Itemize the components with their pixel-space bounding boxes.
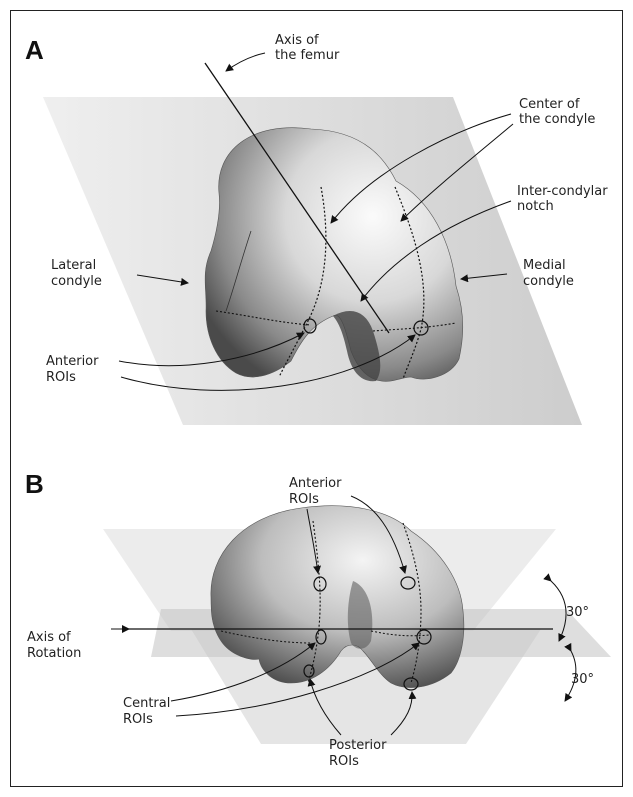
label-anterior-rois-b: Anterior ROIs <box>289 476 346 507</box>
label-intercondylar-notch: Inter-condylar notch <box>517 184 612 214</box>
label-axis-femur: Axis of the femur <box>275 33 340 63</box>
panel-a-letter: A <box>25 35 44 65</box>
figure-frame: A Axis of the femur Center of the condyl… <box>10 10 623 787</box>
label-medial-condyle: Medial condyle <box>523 258 574 289</box>
diagram-canvas: A Axis of the femur Center of the condyl… <box>11 11 624 788</box>
label-axis-rotation: Axis of Rotation <box>27 630 81 661</box>
label-center-condyle: Center of the condyle <box>519 97 595 127</box>
arrow-axis-femur <box>226 53 265 71</box>
angle-label-lower: 30° <box>571 672 594 687</box>
panel-a: A Axis of the femur Center of the condyl… <box>25 33 612 425</box>
panel-b-letter: B <box>25 469 44 499</box>
label-lateral-condyle: Lateral condyle <box>51 258 102 289</box>
label-posterior-rois: Posterior ROIs <box>329 738 391 769</box>
panel-b: B 30° 30° Anterior ROIs <box>25 469 611 769</box>
label-anterior-rois-a: Anterior ROIs <box>46 354 103 385</box>
label-central-rois: Central ROIs <box>123 696 174 727</box>
angle-label-upper: 30° <box>566 605 589 620</box>
